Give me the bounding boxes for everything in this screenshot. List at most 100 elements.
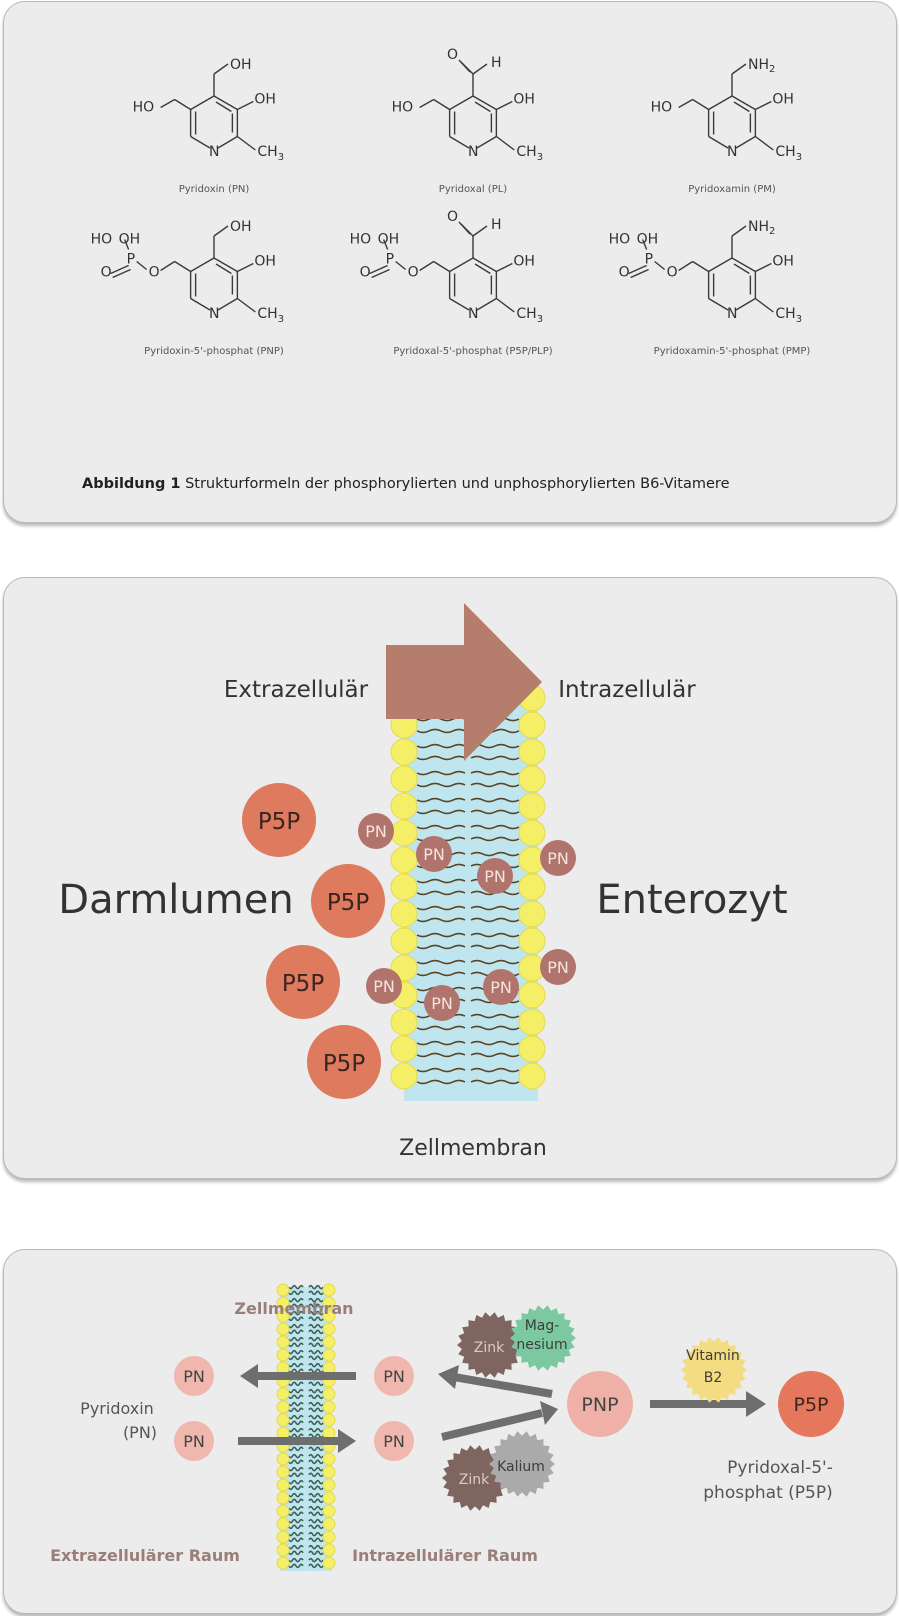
- membrane-heading: Zellmembran: [234, 1299, 353, 1318]
- atom-label: O: [447, 209, 458, 225]
- lipid-tail: [416, 1040, 466, 1046]
- atom-label: O: [447, 47, 458, 63]
- lipid-tail: [288, 1524, 304, 1530]
- atom-label: N: [727, 306, 737, 322]
- pnp-label: PNP: [581, 1394, 618, 1416]
- lipid-tail: [288, 1498, 304, 1504]
- kalium-cofactor: Kalium: [489, 1431, 555, 1497]
- lipid-tail: [308, 1531, 324, 1537]
- lipid-tail: [416, 770, 466, 776]
- lipid-head: [276, 1530, 290, 1544]
- lipid-head: [276, 1504, 290, 1518]
- lipid-tail: [288, 1297, 304, 1303]
- extracellular-space-label: Extrazellulärer Raum: [50, 1546, 240, 1565]
- pn-label: PN: [365, 822, 387, 841]
- lipid-tail: [308, 1420, 324, 1426]
- lipid-tail: [288, 1407, 304, 1413]
- lipid-head: [518, 819, 546, 847]
- p5p-name-line1: Pyridoxal-5'-: [727, 1458, 833, 1478]
- lipid-tail: [416, 824, 466, 830]
- lipid-tail: [288, 1420, 304, 1426]
- pn-label: PN: [423, 845, 445, 864]
- extracellular-pn: PN: [174, 1356, 214, 1396]
- lipid-tail: [288, 1505, 304, 1511]
- pn-molecule: PN: [483, 969, 519, 1005]
- p5p-label: P5P: [258, 809, 301, 835]
- atom-label: P: [127, 252, 135, 268]
- pyridoxin-label-line1: Pyridoxin: [80, 1399, 154, 1418]
- lipid-tail: [308, 1401, 324, 1407]
- lipid-head: [276, 1491, 290, 1505]
- p5p-molecule: P5P: [778, 1371, 844, 1437]
- p5p-molecule: P5P: [266, 945, 340, 1019]
- lipid-tail: [308, 1563, 324, 1569]
- vitamin-label-line2: B2: [704, 1370, 723, 1386]
- lipid-tail: [308, 1381, 324, 1387]
- arrow-pnp-to-pn: [438, 1365, 553, 1398]
- lipid-head: [276, 1309, 290, 1323]
- lipid-tail: [470, 905, 520, 911]
- lipid-tail: [288, 1511, 304, 1517]
- pn-label: PN: [431, 994, 453, 1013]
- kalium-label: Kalium: [497, 1459, 545, 1475]
- lipid-head: [390, 873, 418, 901]
- atom-label: HO: [91, 232, 113, 248]
- lipid-head: [322, 1452, 336, 1466]
- pn-label: PN: [183, 1367, 205, 1386]
- atom-label: OH: [230, 57, 252, 73]
- lipid-tail: [288, 1290, 304, 1296]
- lipid-tail: [288, 1492, 304, 1498]
- atom-label: O: [667, 265, 678, 281]
- lipid-tail: [288, 1349, 304, 1355]
- lipid-tail: [308, 1303, 324, 1309]
- molecule-name: Pyridoxal (PL): [439, 184, 508, 195]
- lipid-tail: [308, 1323, 324, 1329]
- atom-label: NH2: [748, 57, 775, 75]
- molecule-name: Pyridoxamin-5'-phosphat (PMP): [654, 346, 811, 357]
- pn-label: PN: [490, 978, 512, 997]
- atom-label: CH3: [257, 306, 284, 325]
- atom-label: OH: [254, 254, 276, 270]
- lipid-tail: [288, 1336, 304, 1342]
- lipid-tail: [288, 1310, 304, 1316]
- vitamin-label-line1: Vitamin: [686, 1348, 740, 1364]
- lumen-label: Darmlumen: [58, 877, 293, 923]
- lipid-head: [322, 1478, 336, 1492]
- small-cell-membrane: [276, 1283, 336, 1571]
- lipid-tail: [308, 1472, 324, 1478]
- p5p-label: P5P: [282, 971, 325, 997]
- lipid-tail: [308, 1310, 324, 1316]
- lipid-tail: [288, 1355, 304, 1361]
- lipid-head: [276, 1335, 290, 1349]
- figure-caption: Abbildung 1 Strukturformeln der phosphor…: [82, 476, 730, 492]
- lipid-head: [322, 1491, 336, 1505]
- lipid-tail: [288, 1485, 304, 1491]
- lipid-tail: [308, 1459, 324, 1465]
- lipid-tail: [288, 1401, 304, 1407]
- lipid-head: [518, 1008, 546, 1036]
- lipid-tail: [416, 728, 466, 734]
- lipid-tail: [308, 1290, 324, 1296]
- molecule-name: Pyridoxamin (PM): [688, 184, 776, 195]
- lipid-head: [322, 1335, 336, 1349]
- lipid-tail: [470, 932, 520, 938]
- lipid-head: [276, 1283, 290, 1297]
- lipid-tail: [416, 890, 466, 896]
- lipid-tail: [288, 1388, 304, 1394]
- lipid-tail: [308, 1362, 324, 1368]
- lipid-head: [390, 1035, 418, 1063]
- lipid-head: [276, 1296, 290, 1310]
- lipid-tail: [470, 836, 520, 842]
- molecule-name: Pyridoxal-5'-phosphat (P5P/PLP): [393, 346, 552, 357]
- lipid-head: [518, 900, 546, 928]
- lipid-head: [276, 1387, 290, 1401]
- lipid-head: [322, 1322, 336, 1336]
- atom-label: NH2: [748, 219, 775, 237]
- lipid-tail: [288, 1472, 304, 1478]
- lipid-tail: [288, 1518, 304, 1524]
- zink-cofactor: Zink: [442, 1445, 508, 1511]
